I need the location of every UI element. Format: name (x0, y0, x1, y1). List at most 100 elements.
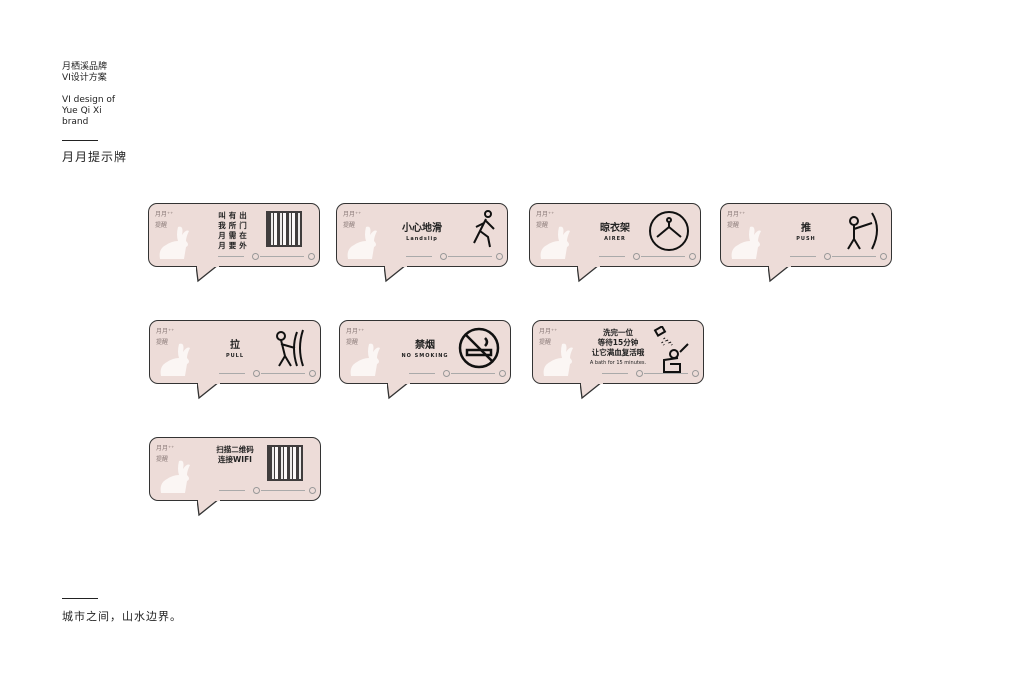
dot (880, 253, 887, 260)
divider (409, 373, 435, 374)
divider (219, 373, 245, 374)
speech-tail (580, 382, 603, 400)
dot (689, 253, 696, 260)
divider (451, 373, 495, 374)
dot (496, 253, 503, 260)
divider (260, 256, 304, 257)
card-brand: 月月⁺⁺提醒 (346, 328, 365, 346)
sign-title-line: 等待15分钟 (597, 338, 639, 347)
dot (692, 370, 699, 377)
brand-en-2: Yue Qi Xi (62, 106, 102, 116)
dot (443, 370, 450, 377)
card-brand: 月月⁺⁺提醒 (156, 445, 175, 463)
dot (499, 370, 506, 377)
slip-icon (468, 209, 498, 253)
sign-subtitle: NO SMOKING (401, 353, 449, 359)
sign-title: 推 PUSH (770, 219, 842, 242)
speech-tail (197, 499, 220, 517)
speech-tail (577, 265, 600, 283)
dot (440, 253, 447, 260)
dot (309, 487, 316, 494)
sign-subtitle: PULL (225, 353, 245, 359)
sign-title-line: 叫有出 (218, 211, 250, 220)
rabbit-icon (160, 343, 190, 376)
speech-tail (384, 265, 407, 283)
sign-title-line: 月要外 (218, 241, 250, 250)
sign-title-line: 月需在 (218, 231, 250, 240)
sign-card: 月月⁺⁺提醒 禁烟 NO SMOKING (339, 320, 511, 400)
divider (602, 373, 628, 374)
dot (253, 487, 260, 494)
sign-subtitle: Landslip (406, 236, 438, 242)
sign-card: 月月⁺⁺提醒 扫描二维码连接WIFI (149, 437, 321, 517)
rabbit-icon (731, 226, 761, 259)
divider (406, 256, 432, 257)
divider (62, 140, 98, 141)
divider (218, 256, 244, 257)
speech-tail (768, 265, 791, 283)
divider (832, 256, 876, 257)
dot (252, 253, 259, 260)
rabbit-icon (543, 343, 573, 376)
no-smoking-icon (457, 326, 501, 374)
divider (448, 256, 492, 257)
brand-cn-2: VI设计方案 (62, 73, 107, 83)
sign-title-line: 小心地滑 (402, 223, 442, 234)
rabbit-icon (159, 226, 189, 259)
pull-icon (271, 326, 311, 374)
sign-title-line: 禁烟 (415, 340, 435, 351)
sign-subtitle: PUSH (796, 236, 816, 242)
sign-title-line: 晾衣架 (600, 223, 630, 234)
sign-title: 禁烟 NO SMOKING (389, 336, 461, 359)
rabbit-icon (347, 226, 377, 259)
shower-icon (650, 325, 694, 380)
dot (309, 370, 316, 377)
speech-tail (197, 382, 220, 400)
dot (253, 370, 260, 377)
hanger-icon (647, 209, 691, 257)
divider (62, 598, 98, 599)
sign-subtitle: A bath for 15 minutes. (589, 360, 647, 366)
sign-title-line: 扫描二维码 (216, 445, 254, 454)
sign-title-line: 连接WIFI (218, 455, 252, 464)
sign-title-line: 洗完一位 (603, 328, 633, 337)
sign-title-line: 让它满血复活哦 (591, 348, 645, 357)
card-brand: 月月⁺⁺提醒 (727, 211, 746, 229)
speech-tail (387, 382, 410, 400)
divider (261, 490, 305, 491)
brand-en-3: brand (62, 117, 89, 127)
sign-card: 月月⁺⁺提醒 叫有出我所门月需在月要外 (148, 203, 320, 283)
divider (790, 256, 816, 257)
rabbit-icon (160, 460, 190, 493)
card-brand: 月月⁺⁺提醒 (539, 328, 558, 346)
sign-title: 晾衣架 AIRER (579, 219, 651, 242)
qr-code-icon (267, 445, 303, 481)
sign-title-line: 我所门 (218, 221, 250, 230)
sign-title: 小心地滑 Landslip (386, 219, 458, 242)
divider (641, 256, 685, 257)
card-brand: 月月⁺⁺提醒 (156, 328, 175, 346)
brand-en-1: VI design of (62, 95, 116, 105)
sign-title-line: 推 (801, 223, 811, 234)
qr-code-icon (266, 211, 302, 247)
speech-tail (196, 265, 219, 283)
dot (308, 253, 315, 260)
sign-card: 月月⁺⁺提醒 推 PUSH (720, 203, 892, 283)
dot (633, 253, 640, 260)
rabbit-icon (540, 226, 570, 259)
dot (824, 253, 831, 260)
sign-title: 洗完一位等待15分钟让它满血复活哦 A bath for 15 minutes. (582, 328, 654, 366)
sign-title: 叫有出我所门月需在月要外 (198, 211, 270, 251)
divider (599, 256, 625, 257)
section-title: 月月提示牌 (62, 150, 128, 164)
sign-card: 月月⁺⁺提醒 洗完一位等待15分钟让它满血复活哦 A bath for 15 mi… (532, 320, 704, 400)
brand-cn-1: 月栖溪品牌 (62, 62, 108, 72)
sign-title: 扫描二维码连接WIFI (199, 445, 271, 465)
divider (261, 373, 305, 374)
sign-subtitle: AIRER (604, 236, 626, 242)
rabbit-icon (350, 343, 380, 376)
